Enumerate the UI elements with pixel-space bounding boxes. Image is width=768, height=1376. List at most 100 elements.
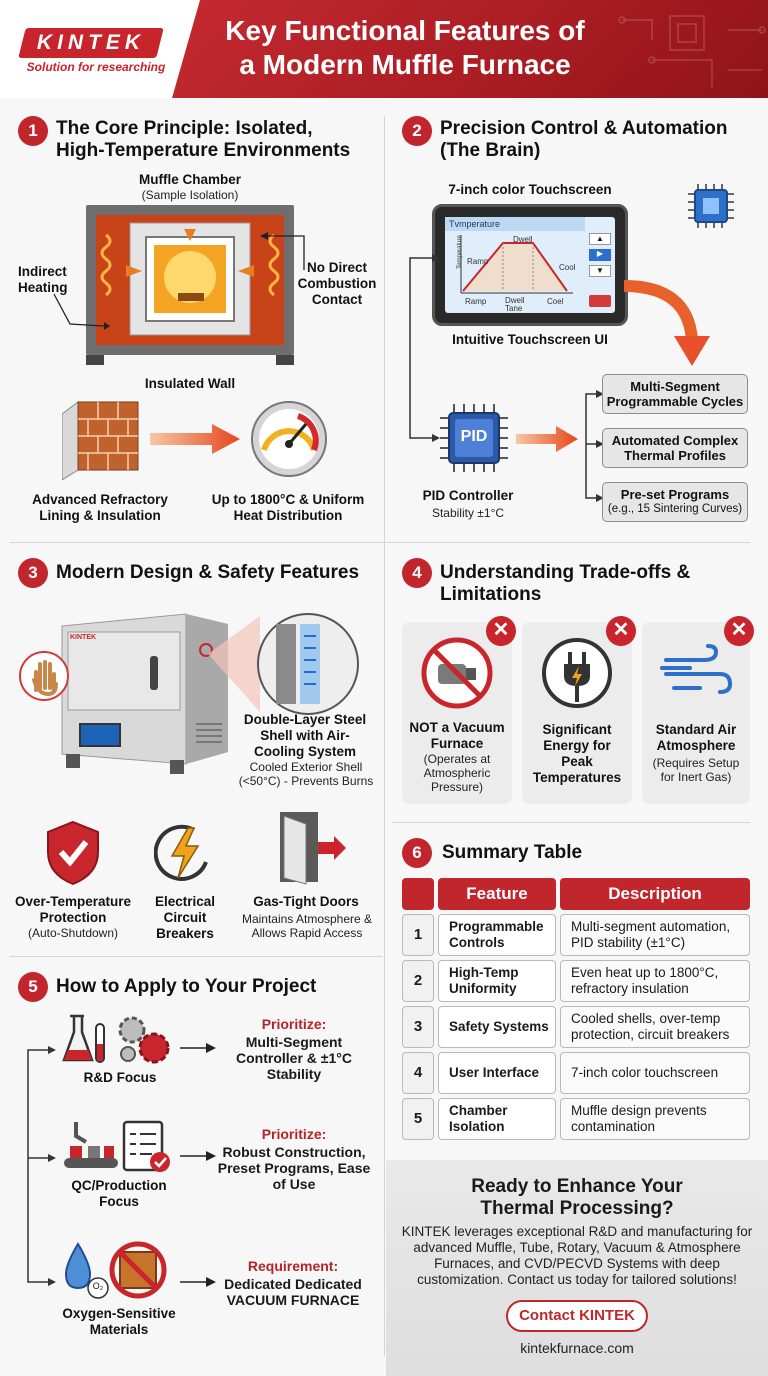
screen-x2-label: Dwell Tane [505,296,525,313]
arrow-right-icon [180,1151,216,1161]
furnace-cross-section-icon [86,205,294,365]
page-title-line2: a Modern Muffle Furnace [239,49,571,80]
section-number-4: 4 [402,558,432,588]
tradeoff-sub-3: (Requires Setup for Inert Gas) [652,756,740,784]
table-row-feature: Chamber Isolation [438,1098,556,1140]
row-divider-1 [10,542,750,543]
preset-programs-label: Pre-set Programs [620,487,730,502]
table-row-number: 2 [402,960,434,1002]
screen-down-button[interactable]: ▼ [589,265,611,277]
cta-body: KINTEK leverages exceptional R&D and man… [401,1224,753,1287]
header-banner [172,0,768,98]
table-row-description: 7-inch color touchscreen [560,1052,750,1094]
section1-title: The Core Principle: Isolated, High-Tempe… [56,118,376,162]
tradeoff-card-vacuum: NOT a Vacuum Furnace (Operates at Atmosp… [402,622,512,804]
breakers-label: Electrical Circuit Breakers [154,894,216,941]
application-name-3: Oxygen-Sensitive Materials [62,1306,176,1337]
indirect-heating-pointer [53,293,110,330]
circuit-pattern [618,15,766,88]
no-combustion-pointer [260,232,305,270]
pid-arrow-icon [516,426,578,452]
thermal-profile-chart [460,235,573,294]
over-temp-label: Over-Temperature Protection [14,894,132,925]
multi-segment-box: Multi-Segment Programmable Cycles [602,374,748,414]
pid-chip-icon [440,404,508,472]
cta-panel [386,1160,768,1376]
table-header-description: Description [560,878,750,910]
wind-icon [660,644,732,694]
application-kicker-3: Requirement: [247,1258,339,1274]
preset-programs-box: Pre-set Programs (e.g., 15 Sintering Cur… [602,482,748,522]
pid-stability-label: Stability ±1°C [431,506,505,520]
feedback-loop-line [409,254,440,442]
logo-text: KINTEK [36,31,146,54]
close-icon: ✕ [606,616,636,646]
table-row-description: Even heat up to 1800°C, refractory insul… [560,960,750,1002]
section1-title-line1: The Core Principle: Isolated, [56,118,313,139]
table-row-feature: Programmable Controls [438,914,556,956]
indirect-heating-label: Indirect Heating [18,264,68,295]
screen-x3-label: Coel [547,297,564,306]
section-number-3: 3 [18,558,48,588]
tradeoff-title-3: Standard Air Atmosphere [655,722,737,753]
table-row-feature: User Interface [438,1052,556,1094]
table-row-number: 5 [402,1098,434,1140]
gauge-icon [251,401,327,477]
lightning-icon [154,824,208,881]
o2-label: O₂ [92,1281,104,1291]
cpu-chip-icon [688,184,734,228]
plug-icon [542,638,612,708]
section3-title: Modern Design & Safety Features [56,562,360,583]
arrow-right-icon [180,1277,216,1287]
curved-arrow-icon [623,280,710,366]
table-row-description: Muffle design prevents contamination [560,1098,750,1140]
application-value-2: Robust Construction, Preset Programs, Ea… [217,1144,371,1192]
section1-title-line2: High-Temperature Environments [56,140,351,161]
tradeoff-title-2: Significant Energy for Peak Temperatures [532,722,622,785]
application-branch-lines [27,1046,56,1286]
screen-y-axis-label: Temperature [456,235,463,269]
table-row-feature: High-Temp Uniformity [438,960,556,1002]
screen-stop-button[interactable] [589,295,611,307]
screen-cool-label: Cool [559,263,576,272]
screen-title: Tvmperature [445,217,585,231]
section4-title-line1: Understanding Trade-offs & [440,562,691,583]
doors-sub: Maintains Atmosphere & Allows Rapid Acce… [241,912,373,940]
section2-title: Precision Control & Automation (The Brai… [440,118,760,162]
row-divider-2 [10,956,382,957]
application-value-1: Multi-Segment Controller & ±1°C Stabilit… [236,1034,352,1082]
screen-up-button[interactable]: ▲ [589,233,611,245]
insulated-wall-label: Insulated Wall [144,376,236,391]
screen-dwell-label: Dwell [513,235,533,244]
table-row-feature: Safety Systems [438,1006,556,1048]
section-number-1: 1 [18,116,48,146]
contact-button[interactable]: Contact KINTEK [506,1300,648,1332]
row-divider-3 [392,822,750,823]
website-link[interactable]: kintekfurnace.com [520,1340,634,1356]
touchscreen-device[interactable]: Tvmperature Temperature Dwell Ramp Cool … [432,204,628,326]
section-number-5: 5 [18,972,48,1002]
page-title: Key Functional Features of a Modern Muff… [190,14,620,82]
section2-title-line1: Precision Control & Automation [440,118,728,139]
tradeoff-card-energy: Significant Energy for Peak Temperatures [522,622,632,804]
screen-x1-label: Ramp [465,297,487,306]
table-row-number: 4 [402,1052,434,1094]
application-kicker-1: Prioritize: [261,1016,327,1032]
section6-title: Summary Table [442,842,583,863]
door-icon [280,812,346,885]
table-row-number: 3 [402,1006,434,1048]
branch-lines [585,390,604,502]
shell-sub: Cooled Exterior Shell (<50°C) - Prevents… [238,760,374,788]
shield-icon [47,820,99,886]
table-row-description: Cooled shells, over-temp protection, cir… [560,1006,750,1048]
screen-play-button[interactable]: ▶ [589,249,611,261]
close-icon: ✕ [486,616,516,646]
no-vacuum-icon [421,637,493,709]
lab-flask-gears-icon [62,1014,170,1064]
touchscreen-display[interactable]: Tvmperature Temperature Dwell Ramp Cool … [445,217,615,313]
logo-tagline: Solution for researching [26,60,166,74]
section-number-2: 2 [402,116,432,146]
section-number-6: 6 [402,838,432,868]
heat-arrow-icon [150,424,240,454]
refractory-label: Advanced Refractory Lining & Insulation [32,492,168,523]
